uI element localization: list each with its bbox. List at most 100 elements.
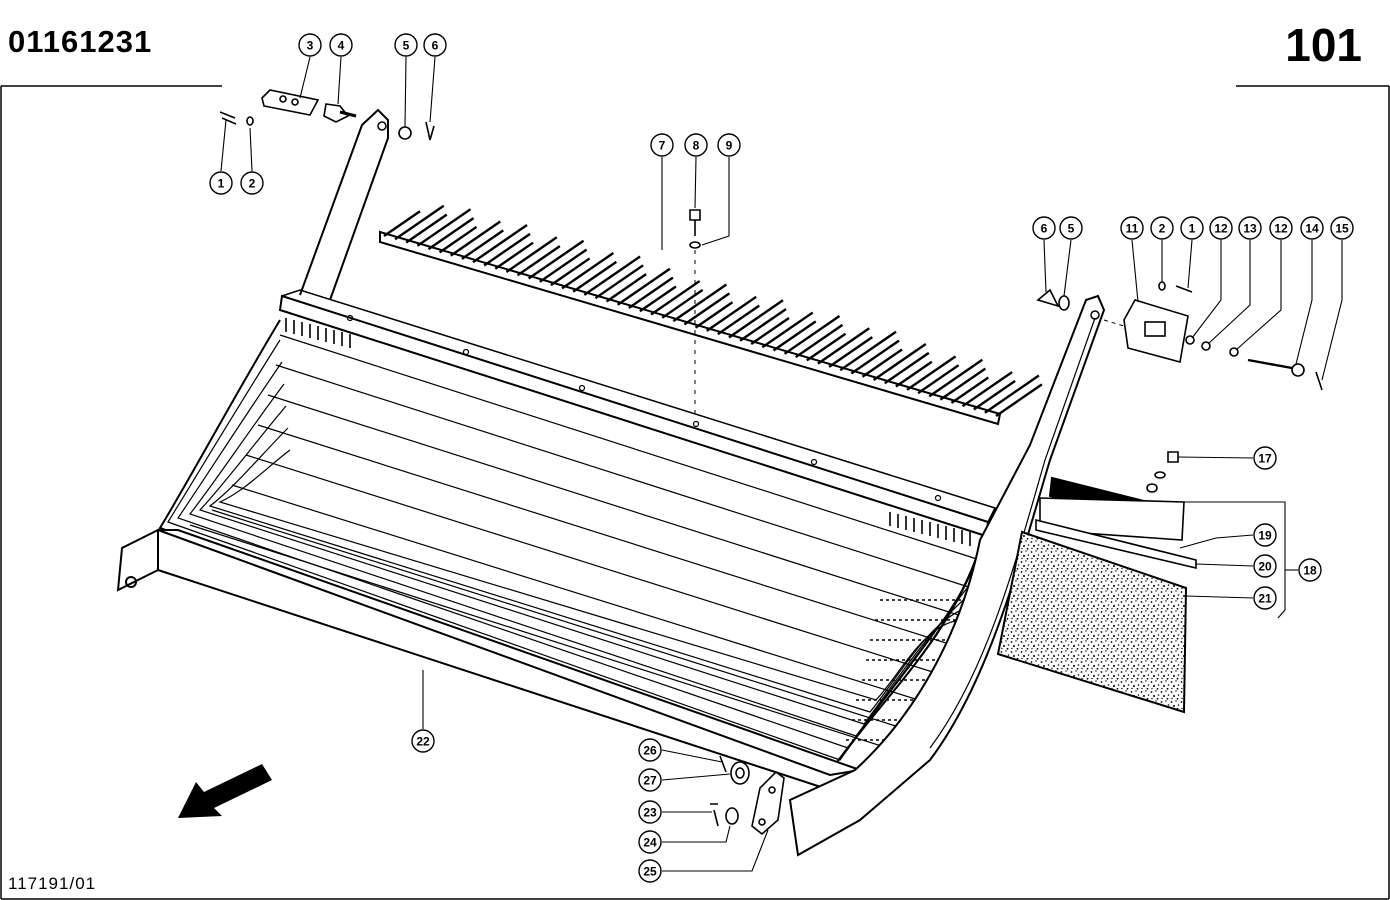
comb-tine xyxy=(616,267,671,306)
comb-tine xyxy=(950,376,990,404)
callout-label: 24 xyxy=(643,836,657,850)
callout-label: 17 xyxy=(1258,452,1272,466)
callout-label: 5 xyxy=(1068,222,1075,236)
callout-label: 1 xyxy=(218,177,225,191)
callout-label: 20 xyxy=(1258,560,1272,574)
callout-5: 5 xyxy=(1059,216,1083,240)
callout-27: 27 xyxy=(638,768,662,792)
comb-tine xyxy=(539,248,588,283)
flap-assembly xyxy=(996,451,1197,714)
comb-tine xyxy=(438,225,478,254)
callout-label: 6 xyxy=(432,39,439,53)
comb-tine xyxy=(850,339,900,375)
leader-lines xyxy=(220,56,1343,872)
leader-line xyxy=(662,825,731,843)
callout-label: 3 xyxy=(307,39,314,53)
comb-tine xyxy=(917,364,960,395)
document-number: 01161231 xyxy=(8,24,153,59)
comb-tine xyxy=(505,236,558,273)
callout-22: 22 xyxy=(411,729,435,753)
comb-tine xyxy=(394,204,445,241)
callout-8: 8 xyxy=(684,133,708,157)
leader-line xyxy=(404,56,407,128)
leader-line xyxy=(429,56,436,123)
leader-line xyxy=(694,156,697,209)
comb-tine xyxy=(861,348,903,378)
callout-6: 6 xyxy=(423,33,447,57)
leader-line xyxy=(1321,240,1343,381)
comb-tine xyxy=(427,217,475,251)
comb-tine xyxy=(706,295,757,332)
callout-18: 18 xyxy=(1298,558,1322,582)
comb-tine xyxy=(583,255,641,296)
comb-tine xyxy=(639,285,677,313)
arrow-down-left-icon xyxy=(178,764,272,818)
comb-tine xyxy=(594,264,644,300)
comb-tine xyxy=(739,308,787,342)
comb-tine xyxy=(795,323,844,359)
leader-line xyxy=(337,56,342,105)
comb-tine xyxy=(717,304,760,336)
comb-tine xyxy=(750,316,790,345)
callout-24: 24 xyxy=(638,830,662,854)
callout-label: 21 xyxy=(1258,592,1272,606)
comb-tine xyxy=(984,374,1040,414)
callout-12: 12 xyxy=(1269,216,1293,240)
callout-3: 3 xyxy=(298,33,322,57)
comb-tine xyxy=(872,343,927,381)
callout-9: 9 xyxy=(717,133,741,157)
callout-23: 23 xyxy=(638,800,662,824)
comb-tine xyxy=(783,315,841,355)
comb-tine xyxy=(995,383,1043,417)
leader-line xyxy=(1179,534,1254,549)
lower-hardware xyxy=(710,755,785,836)
comb-tine xyxy=(527,239,585,280)
callout-label: 22 xyxy=(416,735,430,749)
comb-tine xyxy=(516,245,561,277)
leader-line xyxy=(299,56,311,99)
leader-line xyxy=(1063,239,1072,297)
leader-line xyxy=(1177,456,1254,459)
leader-line xyxy=(1131,239,1139,303)
callout-25: 25 xyxy=(638,859,662,883)
comb-tine xyxy=(572,260,618,293)
callout-label: 9 xyxy=(726,139,733,153)
leader-line xyxy=(1295,240,1313,365)
callout-1: 1 xyxy=(209,171,233,195)
leader-line xyxy=(1195,563,1254,567)
leader-line xyxy=(701,157,730,246)
callout-label: 12 xyxy=(1214,222,1228,236)
comb-tine xyxy=(550,257,591,287)
comb-tine xyxy=(973,379,1016,411)
callout-label: 25 xyxy=(643,865,657,879)
comb-tine xyxy=(728,299,784,339)
callout-label: 11 xyxy=(1126,222,1139,236)
page-number: 101 xyxy=(1285,19,1362,71)
comb-tine xyxy=(461,229,504,260)
callout-label: 8 xyxy=(693,139,700,153)
callout-17: 17 xyxy=(1253,446,1277,470)
callout-label: 7 xyxy=(659,139,666,153)
drawing-number: 117191/01 xyxy=(8,874,97,893)
comb-tine xyxy=(661,288,704,319)
comb-tine xyxy=(939,367,987,401)
callout-4: 4 xyxy=(329,33,353,57)
comb-tine xyxy=(483,232,531,267)
center-hardware xyxy=(689,209,701,420)
comb-tine xyxy=(806,332,847,362)
callout-label: 27 xyxy=(643,774,657,788)
comb-tine xyxy=(450,220,501,257)
callout-label: 2 xyxy=(1159,222,1166,236)
tined-comb xyxy=(379,204,1043,426)
comb-tine xyxy=(694,301,734,329)
callout-label: 23 xyxy=(643,806,657,820)
callout-label: 19 xyxy=(1258,529,1272,543)
comb-tine xyxy=(561,252,615,290)
comb-tine xyxy=(906,355,957,391)
page-frame xyxy=(0,85,1390,900)
leader-line xyxy=(220,119,227,172)
comb-tine xyxy=(383,210,421,237)
leader-line xyxy=(1043,239,1047,293)
